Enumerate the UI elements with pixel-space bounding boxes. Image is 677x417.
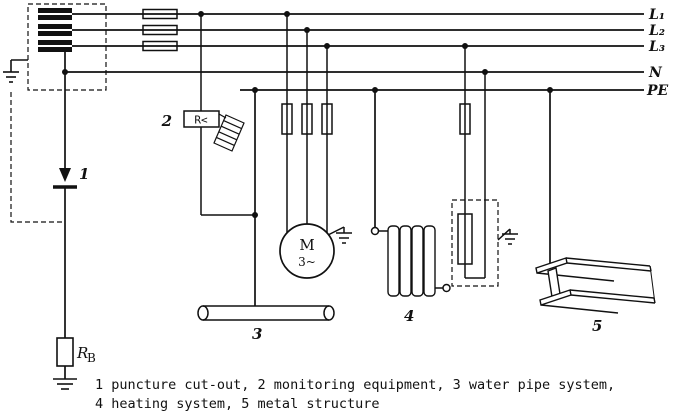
heating-element	[457, 213, 473, 265]
transformer-earth-icon	[3, 59, 28, 83]
earthing-resistor-rb	[56, 337, 74, 367]
supply-line-labels: L₁ L₂ L₃ N PE	[646, 7, 669, 99]
appliance-earth-icon	[497, 228, 518, 245]
earthing-zone-dashed-line	[10, 92, 63, 223]
metal-structure	[535, 90, 656, 314]
label-n: N	[648, 65, 663, 81]
fuse-l1	[142, 8, 178, 20]
junction-dots	[62, 11, 553, 218]
water-pipe-system	[197, 90, 335, 321]
rb-earth-icon	[53, 378, 77, 390]
motor-fuse-3	[321, 103, 333, 135]
label-pe: PE	[646, 83, 669, 99]
beam-top-flange	[535, 257, 568, 274]
motor-branch	[279, 14, 352, 279]
motor-earth-icon	[327, 226, 352, 244]
beam-bottom-flange	[539, 289, 572, 306]
appliance-fuse	[459, 103, 471, 135]
label-l2: L₂	[648, 23, 665, 39]
motor-fuse-1	[281, 103, 293, 135]
label-l1: L₁	[648, 7, 665, 23]
motor-type: 3~	[298, 255, 316, 269]
callout-3: 3	[252, 325, 262, 343]
rb-label: R	[76, 344, 88, 362]
caption-line-2: 4 heating system, 5 metal structure	[95, 396, 379, 412]
transformer-windings	[38, 8, 72, 52]
monitor-hatched-flag-icon	[213, 113, 245, 152]
callout-5: 5	[592, 317, 602, 335]
transformer	[3, 3, 107, 223]
rb-label-sub: B	[87, 351, 96, 365]
callout-1: 1	[79, 165, 89, 183]
pipe-end-cap	[323, 305, 335, 321]
transformer-enclosure-dashed-box	[27, 3, 107, 91]
caption-line-1: 1 puncture cut-out, 2 monitoring equipme…	[95, 377, 615, 393]
supply-fuses	[142, 8, 178, 52]
fuse-l2	[142, 24, 178, 36]
label-l3: L₃	[648, 39, 665, 55]
callout-4: 4	[404, 307, 414, 325]
appliance-dashed-enclosure	[451, 199, 499, 287]
motor-symbol	[279, 223, 335, 279]
monitor-text: R<	[194, 114, 208, 127]
motor-letter: M	[299, 236, 314, 254]
heater-appliance	[451, 46, 518, 287]
motor-fuse-2	[301, 103, 313, 135]
fuse-l3	[142, 40, 178, 52]
beam-web	[547, 267, 561, 298]
callout-2: 2	[161, 112, 172, 130]
puncture-cutout-branch	[53, 72, 77, 390]
caption: 1 puncture cut-out, 2 monitoring equipme…	[95, 377, 615, 412]
monitoring-equipment	[183, 14, 255, 216]
puncture-cutout-arrow-icon	[59, 168, 71, 182]
heating-system	[370, 90, 451, 297]
